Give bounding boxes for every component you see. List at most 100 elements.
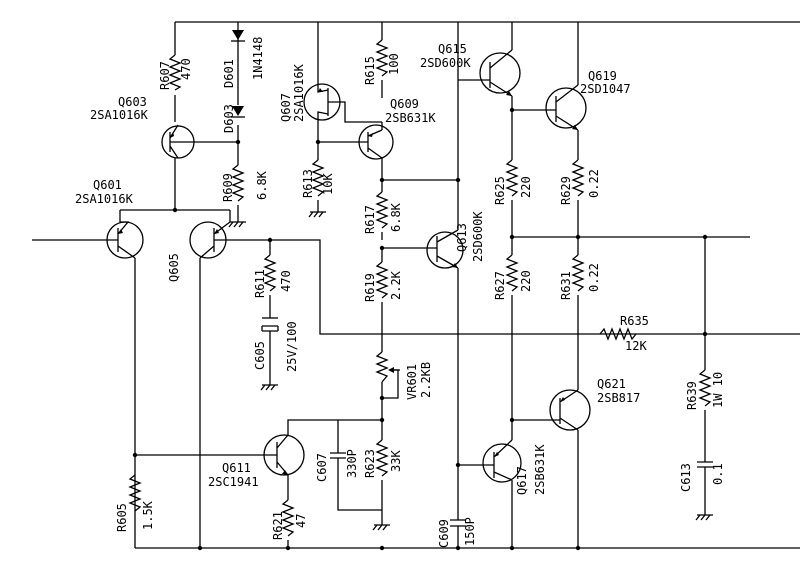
q601-transistor — [106, 221, 144, 259]
ground-icon — [228, 221, 246, 228]
r623-resistor — [375, 439, 389, 477]
ground-icon — [260, 384, 278, 391]
c605-ref: C605 — [253, 341, 267, 370]
transistor-symbols — [106, 49, 591, 483]
r627-resistor — [505, 254, 519, 292]
r615-val: 100 — [387, 53, 401, 75]
c613-capacitor — [697, 455, 713, 472]
r631-val: 0.22 — [587, 263, 601, 292]
r615-ref: R615 — [363, 56, 377, 85]
q605-ref: Q605 — [167, 253, 181, 282]
c609-ref: C609 — [437, 519, 451, 548]
wires — [32, 21, 800, 549]
d603-diode — [231, 106, 245, 118]
r627-val: 220 — [519, 270, 533, 292]
r639-ref: R639 — [685, 381, 699, 410]
r613-ref: R613 — [301, 169, 315, 198]
r607-resistor — [168, 54, 182, 91]
r621-val: 47 — [294, 514, 308, 528]
c605-val: 25V/100 — [285, 321, 299, 372]
r621-ref: R621 — [271, 511, 285, 540]
r629-val: 0.22 — [587, 169, 601, 198]
r635-val: 12K — [625, 339, 647, 353]
q609-part: 2SB631K — [385, 111, 436, 125]
vr601-ref: VR601 — [405, 364, 419, 400]
capacitor-symbols — [261, 317, 713, 532]
junctions — [132, 107, 708, 551]
r609-val: 6.8K — [255, 170, 269, 200]
q615-transistor — [479, 49, 521, 97]
q613-part: 2SD600K — [471, 211, 485, 262]
r609-ref: R609 — [221, 173, 235, 202]
q621-transistor — [549, 389, 591, 431]
q607-ref: Q607 — [279, 93, 293, 122]
d601-diode — [231, 30, 245, 42]
r639-val: 1W 10 — [711, 372, 725, 408]
vr601-val: 2.2KB — [419, 362, 433, 398]
r635-ref: R635 — [620, 314, 649, 328]
q621-ref: Q621 — [597, 377, 626, 391]
q603-transistor — [161, 124, 195, 159]
r613-val: 10K — [321, 173, 335, 195]
r619-resistor — [375, 261, 389, 299]
q601-ref: Q601 — [93, 178, 122, 192]
r605-val: 1.5K — [141, 500, 155, 530]
c607-capacitor — [330, 440, 346, 470]
q617-transistor — [482, 439, 522, 483]
r621-resistor — [281, 499, 295, 537]
d603-ref: D603 — [222, 104, 236, 133]
q619-ref: Q619 — [588, 69, 617, 83]
q611-transistor — [263, 434, 305, 476]
r611-resistor — [263, 254, 277, 292]
r631-ref: R631 — [559, 271, 573, 300]
q603-ref: Q603 — [118, 95, 147, 109]
r625-ref: R625 — [493, 176, 507, 205]
r611-val: 470 — [279, 270, 293, 292]
r617-resistor — [375, 191, 389, 229]
q617-ref: Q617 — [515, 466, 529, 495]
q619-part: 2SD1047 — [580, 82, 631, 96]
d601-part: 1N4148 — [251, 37, 265, 80]
c607-val: 330P — [345, 449, 359, 478]
c613-val: 0.1 — [711, 463, 725, 485]
c609-val: 150P — [463, 517, 477, 546]
r623-val: 33K — [389, 450, 403, 472]
r629-ref: R629 — [559, 176, 573, 205]
q607-part: 2SA1016K — [292, 63, 306, 122]
q609-ref: Q609 — [390, 97, 419, 111]
r605-ref: R605 — [115, 503, 129, 532]
q601-part: 2SA1016K — [75, 192, 134, 206]
r631-resistor — [571, 254, 585, 292]
r615-resistor — [375, 39, 389, 77]
r609-resistor — [231, 164, 245, 202]
ground-icon — [372, 524, 390, 531]
q611-part: 2SC1941 — [208, 475, 259, 489]
vr601-potentiometer — [375, 351, 400, 383]
resistor-symbols — [128, 39, 712, 537]
diode-symbols — [231, 30, 245, 118]
q613-ref: Q613 — [455, 223, 469, 252]
r629-resistor — [571, 159, 585, 197]
r619-val: 2.2K — [389, 270, 403, 300]
c607-ref: C607 — [315, 453, 329, 482]
r627-ref: R627 — [493, 271, 507, 300]
q621-part: 2SB817 — [597, 391, 640, 405]
q611-ref: Q611 — [222, 461, 251, 475]
r607-val: 470 — [179, 58, 193, 80]
ground-symbols — [228, 211, 713, 531]
r623-ref: R623 — [363, 449, 377, 478]
r613-resistor — [311, 159, 325, 197]
q615-ref: Q615 — [438, 42, 467, 56]
r639-resistor — [698, 369, 712, 407]
r607-ref: R607 — [158, 61, 172, 90]
c613-ref: C613 — [679, 463, 693, 492]
q617-part: 2SB631K — [533, 444, 547, 495]
q603-part: 2SA1016K — [90, 108, 149, 122]
q605-transistor — [189, 221, 231, 259]
d601-ref: D601 — [222, 59, 236, 88]
r617-val: 6.8K — [389, 202, 403, 232]
r625-val: 220 — [519, 176, 533, 198]
q613-transistor — [426, 229, 464, 269]
c605-capacitor — [261, 317, 279, 345]
